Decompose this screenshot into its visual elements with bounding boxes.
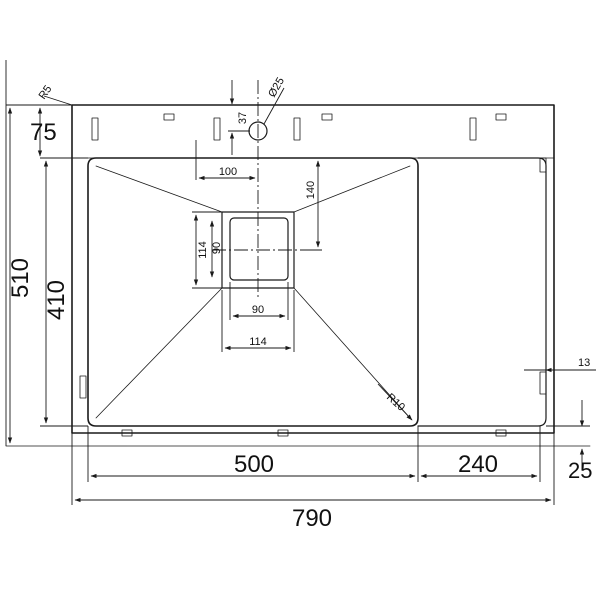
dim-label-240: 240 — [458, 451, 498, 478]
dim-label-75: 75 — [30, 119, 57, 146]
clip — [91, 117, 99, 141]
clip — [469, 117, 477, 141]
slope-line-tl — [95, 165, 223, 213]
dim-label-13: 13 — [578, 357, 590, 369]
drainer-outline — [417, 157, 547, 427]
clip — [79, 375, 87, 399]
clip — [495, 429, 507, 437]
dim-label-114v: 114 — [197, 241, 209, 259]
dim-label-100: 100 — [219, 166, 237, 178]
slope-line-tr — [293, 165, 411, 213]
slope-line-bl — [95, 287, 223, 419]
clip — [321, 113, 333, 121]
dim-label-410: 410 — [43, 280, 70, 320]
dim-label-25: 25 — [568, 458, 592, 483]
clip — [277, 429, 289, 437]
dim-label-d25: Ø25 — [266, 75, 287, 99]
clip — [495, 113, 507, 121]
dim-label-90h: 90 — [252, 304, 264, 316]
mounting-clips — [79, 113, 547, 437]
clip — [163, 113, 175, 121]
dim-label-37: 37 — [237, 112, 249, 124]
drain-inner-square — [229, 217, 289, 281]
clip — [539, 157, 547, 173]
clip — [539, 371, 547, 395]
dim-label-790: 790 — [292, 505, 332, 532]
dim-label-510: 510 — [7, 258, 34, 298]
leader-r5 — [43, 95, 73, 106]
clip — [121, 429, 133, 437]
leader-r10 — [377, 383, 413, 421]
clip — [293, 117, 301, 141]
leader-d25 — [263, 87, 285, 125]
clip — [213, 117, 221, 141]
slope-line-br — [293, 287, 411, 419]
dim-label-140: 140 — [305, 181, 317, 199]
sink-outline — [5, 104, 591, 447]
dim-label-500: 500 — [234, 451, 274, 478]
bowl-outline — [87, 157, 419, 427]
center-lines — [212, 80, 304, 300]
outer-rim — [71, 104, 555, 434]
dim-label-114h: 114 — [249, 336, 267, 348]
dim-label-90v: 90 — [211, 242, 223, 254]
